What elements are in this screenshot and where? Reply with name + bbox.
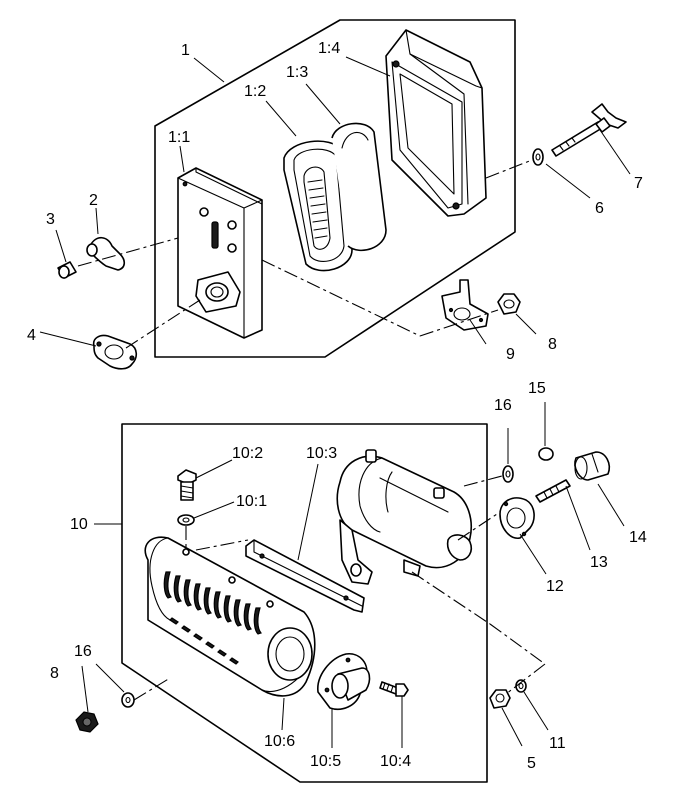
part-10-2-bolt (177, 469, 197, 501)
label-10-6: 10:6 (264, 733, 295, 750)
part-3-plug (57, 261, 77, 279)
part-1-1-base-plate (177, 167, 263, 339)
label-15: 15 (528, 380, 546, 397)
label-9: 9 (506, 346, 515, 363)
label-1-1: 1:1 (168, 129, 190, 146)
label-3: 3 (46, 211, 55, 228)
label-16-upper: 16 (494, 397, 512, 414)
part-16-washer-lower (121, 692, 135, 708)
label-1: 1 (181, 42, 190, 59)
label-5: 5 (527, 755, 536, 772)
part-1-3-pre-cleaner (331, 122, 387, 252)
label-12: 12 (546, 578, 564, 595)
muffler-housing (336, 449, 473, 585)
part-1-4-cover (385, 29, 487, 217)
part-4-gasket (92, 334, 138, 370)
label-10-3: 10:3 (306, 445, 337, 462)
label-1-2: 1:2 (244, 83, 266, 100)
label-11: 11 (549, 735, 566, 752)
part-8-nut-upper (497, 293, 521, 315)
label-14: 14 (629, 529, 647, 546)
part-9-bracket (441, 279, 489, 331)
centerlines-lower (133, 475, 546, 701)
label-1-3: 1:3 (286, 64, 308, 81)
label-10-2: 10:2 (232, 445, 263, 462)
part-5-nut (489, 689, 511, 709)
centerlines-upper (77, 159, 533, 349)
label-13: 13 (590, 554, 608, 571)
muffler-louvers (163, 571, 263, 665)
part-8-nut-lower (75, 711, 99, 733)
part-1-2-filter-element (283, 140, 353, 272)
label-6: 6 (595, 200, 604, 217)
part-6-washer (532, 148, 544, 166)
label-8-upper: 8 (548, 336, 557, 353)
label-4: 4 (27, 327, 36, 344)
part-13-stud (535, 479, 571, 503)
group-box-1 (154, 19, 516, 358)
part-7-wing-bolt (551, 103, 627, 157)
label-1-4: 1:4 (318, 40, 340, 57)
part-14-sleeve (574, 451, 611, 481)
part-16-washer-upper (502, 465, 514, 483)
leader-lines (39, 56, 631, 748)
part-10-6-muffler-body (144, 536, 316, 697)
label-10-1: 10:1 (236, 493, 267, 510)
part-10-1-washer (177, 514, 195, 526)
part-labels: 1 1:1 1:2 1:3 1:4 2 3 4 5 6 7 8 8 9 10 1… (27, 40, 647, 772)
group-box-10 (121, 423, 488, 783)
label-10-4: 10:4 (380, 753, 411, 770)
part-10-4-bolt (379, 681, 409, 697)
label-16-lower: 16 (74, 643, 92, 660)
label-10-5: 10:5 (310, 753, 341, 770)
part-15-cap (538, 447, 554, 461)
part-2-hose (86, 236, 126, 271)
label-10: 10 (70, 516, 88, 533)
label-7: 7 (634, 175, 643, 192)
part-10-5-flange (317, 653, 371, 710)
label-8-lower: 8 (50, 665, 59, 682)
part-10-3-heat-shield (245, 539, 365, 613)
label-2: 2 (89, 192, 98, 209)
part-12-flange-plate (499, 497, 535, 539)
